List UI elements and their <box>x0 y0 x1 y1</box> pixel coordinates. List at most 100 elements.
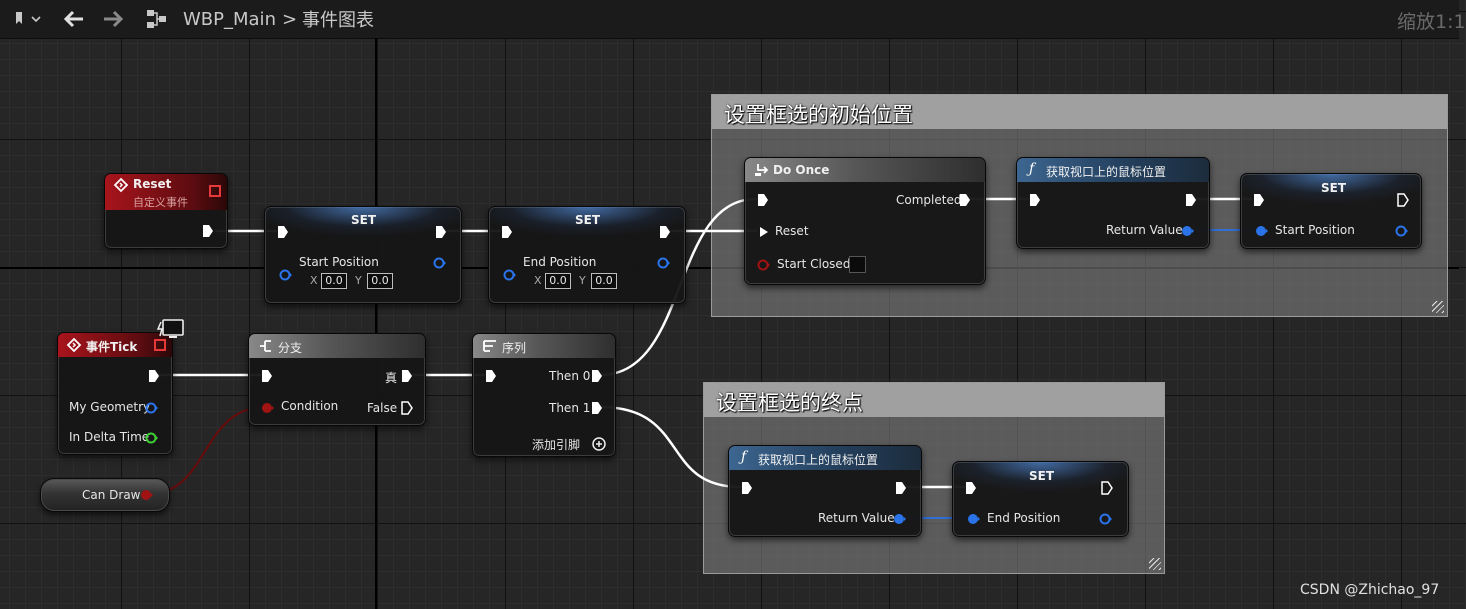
set-start-position-node[interactable]: SET Start Position X 0.0 Y 0.0 <box>264 206 462 304</box>
variable-label: Start Position <box>1275 223 1355 237</box>
chevron-down-icon <box>31 16 41 23</box>
comment-title[interactable]: 设置框选的终点 <box>716 391 863 415</box>
y-value-field[interactable]: 0.0 <box>591 273 617 289</box>
node-title: 序列 <box>502 341 527 355</box>
my-geometry-label: My Geometry <box>69 400 151 414</box>
then0-exec-out-pin[interactable] <box>591 369 603 383</box>
x-value-field[interactable]: 0.0 <box>321 273 347 289</box>
true-label: 真 <box>385 371 398 385</box>
bool-in-pin[interactable] <box>261 402 275 414</box>
delegate-pin[interactable] <box>209 185 221 197</box>
exec-out-pin[interactable] <box>659 225 671 239</box>
can-draw-variable-node[interactable]: Can Draw <box>40 478 170 512</box>
resize-handle[interactable] <box>1432 301 1444 313</box>
bool-out-pin[interactable] <box>140 489 154 501</box>
then1-exec-out-pin[interactable] <box>591 401 603 415</box>
vector2d-out-pin[interactable] <box>893 513 907 525</box>
start-closed-label: Start Closed <box>777 257 851 271</box>
false-exec-out-pin[interactable] <box>401 401 413 415</box>
node-title: SET <box>1029 469 1055 483</box>
exec-out-pin[interactable] <box>959 193 971 207</box>
variable-label: End Position <box>987 511 1061 525</box>
bool-in-pin[interactable] <box>757 259 771 271</box>
exec-in-pin[interactable] <box>485 369 497 383</box>
exec-out-pin[interactable] <box>1185 193 1197 207</box>
vector2d-in-pin[interactable] <box>503 269 517 281</box>
exec-in-pin[interactable] <box>757 193 769 207</box>
float-out-pin[interactable] <box>145 432 159 444</box>
exec-out-pin[interactable] <box>1397 193 1409 207</box>
vector2d-out-pin[interactable] <box>1395 225 1409 237</box>
vector2d-in-pin[interactable] <box>1255 225 1269 237</box>
vector2d-out-pin[interactable] <box>433 257 447 269</box>
editor-only-icon <box>156 319 184 338</box>
event-tick-node[interactable]: 事件Tick My Geometry In Delta Time <box>57 332 173 455</box>
vector2d-out-pin[interactable] <box>657 257 671 269</box>
start-closed-checkbox[interactable] <box>849 256 866 273</box>
event-icon <box>66 337 82 353</box>
completed-label: Completed <box>896 193 962 207</box>
do-once-node[interactable]: Do Once Completed Reset Start Closed <box>744 157 986 285</box>
breadcrumb-blueprint[interactable]: WBP_Main <box>183 8 276 30</box>
x-label: X <box>534 274 542 287</box>
then0-label: Then 0 <box>549 369 591 383</box>
sequence-icon <box>483 340 496 352</box>
exec-in-pin[interactable] <box>1029 193 1041 207</box>
resize-handle[interactable] <box>1149 558 1161 570</box>
reset-label: Reset <box>775 224 809 238</box>
exec-in-pin[interactable] <box>261 369 273 383</box>
watermark: CSDN @Zhichao_97 <box>1300 582 1440 598</box>
node-title: 事件Tick <box>86 340 138 354</box>
branch-node[interactable]: 分支 真 Condition False <box>248 333 426 426</box>
exec-in-pin[interactable] <box>501 225 513 239</box>
vector2d-out-pin[interactable] <box>1181 225 1195 237</box>
in-delta-time-label: In Delta Time <box>69 430 150 444</box>
node-subtitle: 自定义事件 <box>133 196 188 209</box>
reset-event-node[interactable]: Reset 自定义事件 <box>104 173 228 249</box>
variable-label: End Position <box>523 255 597 269</box>
node-title: Reset <box>133 177 172 191</box>
exec-out-pin[interactable] <box>202 224 214 238</box>
y-value-field[interactable]: 0.0 <box>367 273 393 289</box>
delegate-pin[interactable] <box>154 339 166 351</box>
exec-out-pin[interactable] <box>895 481 907 495</box>
set-start-position-node-2[interactable]: SET Start Position <box>1240 173 1422 249</box>
exec-out-pin[interactable] <box>148 369 160 383</box>
get-mouse-position-node-2[interactable]: ƒ 获取视口上的鼠标位置 Return Value <box>728 445 922 537</box>
vector2d-in-pin[interactable] <box>967 513 981 525</box>
exec-in-pin[interactable] <box>965 481 977 495</box>
set-end-position-node-2[interactable]: SET End Position <box>952 461 1129 537</box>
get-mouse-position-node[interactable]: ƒ 获取视口上的鼠标位置 Return Value <box>1016 157 1210 249</box>
vector2d-in-pin[interactable] <box>279 269 293 281</box>
vector2d-out-pin[interactable] <box>1099 513 1113 525</box>
forward-arrow-icon <box>104 10 124 28</box>
comment-header[interactable]: 设置框选的初始位置 <box>712 95 1447 129</box>
add-pin-icon[interactable] <box>592 437 606 451</box>
sequence-node[interactable]: 序列 Then 0 Then 1 添加引脚 <box>472 333 616 457</box>
reset-exec-in-pin[interactable] <box>759 226 769 238</box>
y-label: Y <box>355 274 362 287</box>
comment-header[interactable]: 设置框选的终点 <box>704 383 1164 417</box>
bookmark-menu-button[interactable] <box>14 0 41 38</box>
back-button[interactable] <box>63 0 85 38</box>
exec-out-pin[interactable] <box>435 225 447 239</box>
x-value-field[interactable]: 0.0 <box>545 273 571 289</box>
event-icon <box>113 177 129 193</box>
function-icon: ƒ <box>1029 161 1035 177</box>
geometry-out-pin[interactable] <box>145 402 159 414</box>
add-pin-label[interactable]: 添加引脚 <box>532 438 581 452</box>
node-title: SET <box>351 213 377 227</box>
branch-icon <box>260 340 271 352</box>
exec-in-pin[interactable] <box>1253 193 1265 207</box>
forward-button[interactable] <box>102 0 124 38</box>
true-exec-out-pin[interactable] <box>401 369 413 383</box>
breadcrumb-graph[interactable]: 事件图表 <box>302 10 374 31</box>
zoom-label: 缩放1:1 <box>1397 11 1466 33</box>
exec-in-pin[interactable] <box>277 225 289 239</box>
graph-icon <box>146 0 168 38</box>
set-end-position-node[interactable]: SET End Position X 0.0 Y 0.0 <box>488 206 686 304</box>
comment-title[interactable]: 设置框选的初始位置 <box>724 103 913 127</box>
exec-in-pin[interactable] <box>741 481 753 495</box>
exec-out-pin[interactable] <box>1101 481 1113 495</box>
then1-label: Then 1 <box>549 401 591 415</box>
